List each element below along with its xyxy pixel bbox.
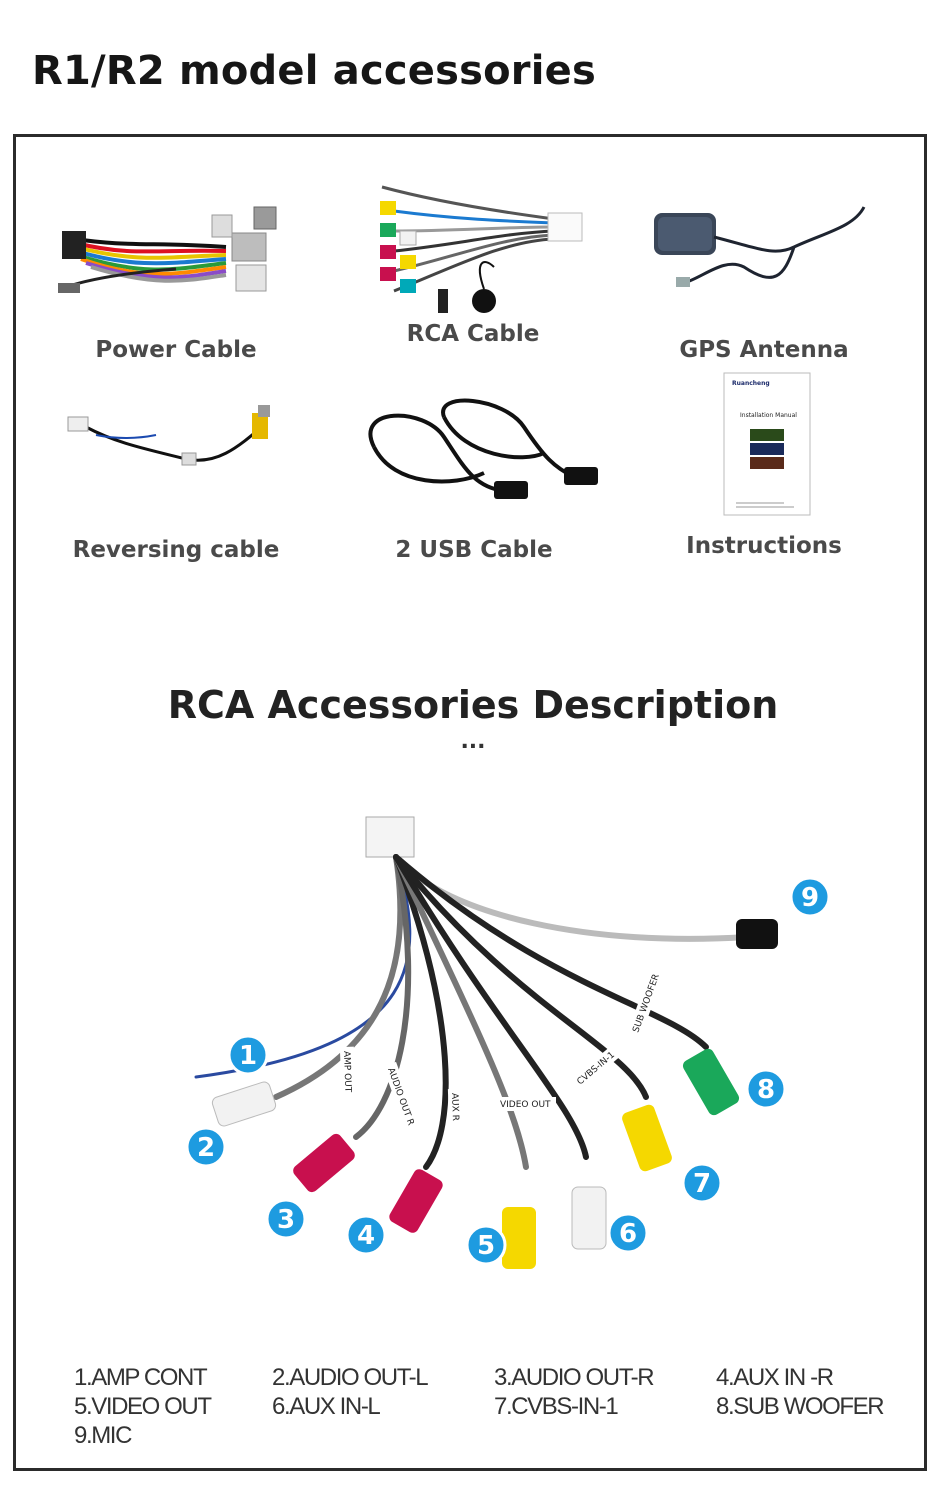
legend-item: 1.AMP CONT: [74, 1364, 208, 1391]
rca-section-ellipsis: ...: [460, 729, 486, 754]
accessory-label: Instructions: [686, 533, 842, 559]
callout-number: 2: [197, 1133, 215, 1163]
reversing-cable-image: [36, 387, 316, 537]
callout-number: 8: [757, 1075, 775, 1105]
legend-item: 3.AUDIO OUT-R: [494, 1364, 655, 1391]
wire-tag: VIDEO OUT: [500, 1100, 551, 1110]
accessory-usb-cable: 2 USB Cable: [334, 387, 614, 563]
callout-number: 5: [477, 1231, 495, 1261]
wire-tag: AUX R: [449, 1093, 460, 1121]
legend-column-2: 2.AUDIO OUT-L 6.AUX IN-L: [272, 1363, 429, 1421]
wire-tag: CVBS-IN-1: [576, 1050, 617, 1087]
usb-cable-image: [334, 387, 614, 537]
legend-item: 9.MIC: [74, 1422, 132, 1449]
mic-plug: [736, 919, 778, 949]
wire-tag: AMP OUT: [341, 1051, 352, 1093]
legend-item: 2.AUDIO OUT-L: [272, 1364, 429, 1391]
accessory-power-cable: Power Cable: [36, 187, 316, 363]
rca-plug-yellow: [502, 1207, 536, 1269]
page-title: R1/R2 model accessories: [32, 48, 596, 94]
callout-number: 6: [619, 1219, 637, 1249]
accessory-label: RCA Cable: [406, 321, 540, 347]
rca-plug-yellow: [622, 1104, 672, 1172]
accessories-frame: Power Cable: [13, 134, 927, 1471]
manual-title: Installation Manual: [740, 412, 797, 419]
legend-item: 7.CVBS-IN-1: [494, 1393, 619, 1420]
callout-number: 1: [239, 1041, 257, 1071]
rca-plug-white: [571, 1186, 607, 1250]
amp-wire: [194, 855, 412, 1079]
accessory-label: GPS Antenna: [679, 337, 849, 363]
callout-number: 3: [277, 1205, 295, 1235]
accessory-label: Power Cable: [95, 337, 257, 363]
power-cable-image: [36, 187, 316, 337]
callout-number: 4: [357, 1221, 375, 1251]
callout-number: 7: [693, 1169, 711, 1199]
accessory-rca-cable: RCA Cable: [334, 171, 612, 347]
rca-plug-red: [389, 1169, 443, 1233]
legend-item: 8.SUB WOOFER: [716, 1393, 885, 1420]
legend-column-4: 4.AUX IN -R 8.SUB WOOFER: [716, 1363, 885, 1421]
legend-item: 6.AUX IN-L: [272, 1393, 381, 1420]
rca-plug-white: [211, 1081, 277, 1127]
legend-item: 4.AUX IN -R: [716, 1364, 834, 1391]
rca-wiring-diagram: AMP OUT AUDIO OUT R AUX R VIDEO OUT CVBS…: [166, 807, 846, 1327]
rca-plug-red: [293, 1133, 355, 1193]
legend-item: 5.VIDEO OUT: [74, 1393, 212, 1420]
accessory-label: Reversing cable: [72, 537, 280, 563]
rca-plug-green: [682, 1048, 740, 1116]
legend-column-3: 3.AUDIO OUT-R 7.CVBS-IN-1: [494, 1363, 655, 1421]
callout-number: 9: [801, 883, 819, 913]
rca-connector: [365, 816, 415, 858]
manual-brand: Ruancheng: [732, 380, 770, 387]
instructions-manual-image: Ruancheng Installation Manual: [624, 367, 904, 537]
gps-antenna-image: [624, 187, 904, 337]
accessory-instructions: Ruancheng Installation Manual Instructio…: [624, 367, 904, 559]
rca-section-title: RCA Accessories Description: [167, 683, 779, 727]
accessory-label: 2 USB Cable: [395, 537, 553, 563]
legend-column-1: 1.AMP CONT 5.VIDEO OUT 9.MIC: [74, 1363, 212, 1450]
rca-cable-image: [334, 171, 612, 339]
accessory-reversing-cable: Reversing cable: [36, 387, 316, 563]
accessory-gps-antenna: GPS Antenna: [624, 187, 904, 363]
